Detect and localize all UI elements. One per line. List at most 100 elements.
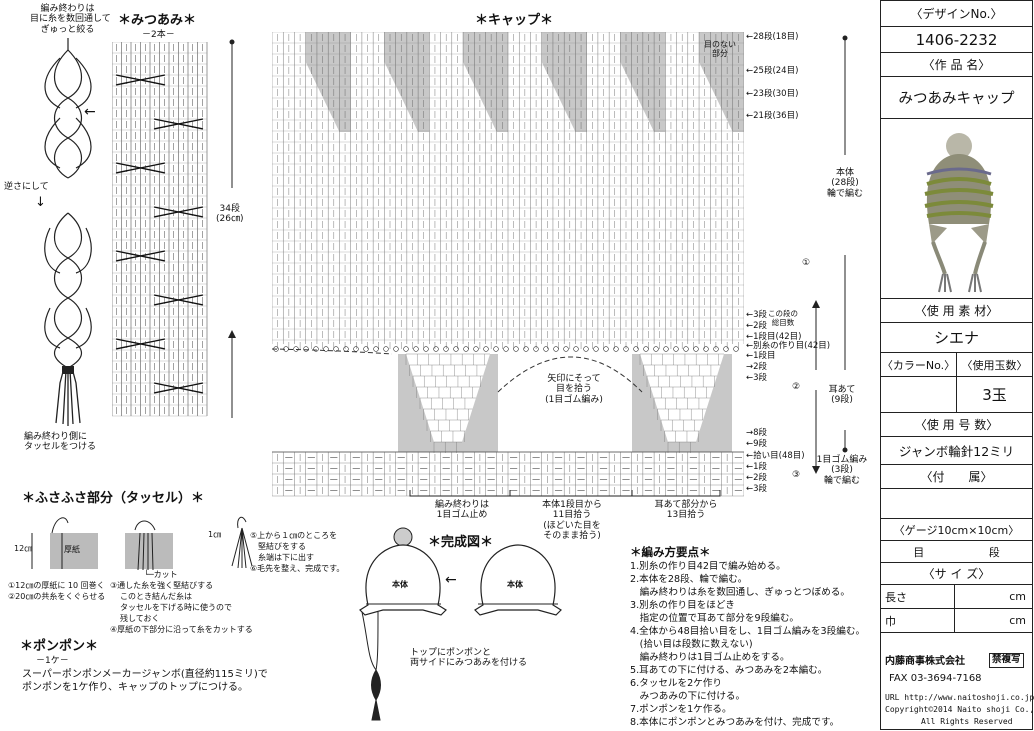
tassel-size-1: 1㎝ <box>208 530 222 539</box>
finished-note: トップにポンポンと両サイドにみつあみを付ける <box>410 648 528 669</box>
points-title: ＊編み方要点＊ <box>630 545 711 559</box>
finished-body-label: 本体 <box>392 580 408 589</box>
row-label: ←1段目(42目) <box>746 332 802 342</box>
gauge-row: 目 段 <box>881 541 1032 563</box>
product-name: みつあみキャップ <box>881 77 1032 119</box>
braid-top-note: 編み終わりは目に糸を数回通してぎゅっと絞る <box>30 4 111 35</box>
balls-header: 〈使用玉数〉 <box>961 358 1028 372</box>
finished-body-label-2: 本体 <box>507 580 523 589</box>
row-label: ←拾い目(48目) <box>746 451 805 461</box>
point-item: 7.ポンポンを1ケ作る。 <box>630 704 732 715</box>
braid-row-arrows <box>228 39 236 418</box>
size-width-row: 巾 cm <box>881 609 1032 633</box>
tassel-title: ＊ふさふさ部分（タッセル）＊ <box>22 491 205 506</box>
points-list: 1.別糸の作り目42目で編み始める。 2.本体を28段、輪で編む。 編み終わりは糸… <box>630 560 865 729</box>
pompom-title: ＊ポンポン＊ <box>20 639 99 654</box>
color-balls-values: 3玉 <box>881 377 1032 413</box>
material: シエナ <box>881 323 1032 353</box>
point-item: 5.耳あての下に付ける、みつあみを2本編む。 <box>630 665 828 676</box>
body-section-label: 本体(28段)輪で編む <box>826 168 863 199</box>
design-no-header: 〈デザインNo.〉 <box>881 1 1032 27</box>
point-item: みつあみの下に付ける。 <box>630 691 746 702</box>
rights: All Rights Reserved <box>921 717 1013 726</box>
rib-section-label: 1目ゴム編み(3段)輪で編む <box>816 455 868 486</box>
point-item: (拾い目は段数に数えない) <box>630 639 753 650</box>
braid-title: ＊みつあみ＊ <box>118 13 197 28</box>
color-value <box>881 377 957 412</box>
attach <box>881 489 1032 519</box>
pompom-subtitle: －1ケ－ <box>36 656 69 666</box>
pickup-arrow-note: 矢印にそって目を拾う(1目ゴム編み) <box>545 374 603 405</box>
info-panel: 〈デザインNo.〉 1406-2232 〈作 品 名〉 みつあみキャップ 〈使 … <box>880 0 1034 730</box>
size-width-key: 巾 <box>881 609 955 632</box>
arrow-down-icon: ↓ <box>35 195 46 210</box>
tassel-cut-label: └─カット <box>144 570 178 579</box>
product-photo <box>881 119 1032 299</box>
braid-subtitle: －2本－ <box>142 30 175 40</box>
row-label: ←3段 <box>746 373 768 383</box>
row-label: ←別糸の作り目(42目) <box>746 341 831 351</box>
row-label: ←28段(18目) <box>746 32 799 42</box>
balls-value: 3玉 <box>982 386 1007 404</box>
design-no: 1406-2232 <box>881 27 1032 53</box>
row-label: →2段 <box>746 362 768 372</box>
circle-2: ② <box>792 382 801 392</box>
row-label: ←25段(24目) <box>746 66 799 76</box>
circle-3: ③ <box>792 470 801 480</box>
braid-chart-grid <box>112 42 208 417</box>
point-item: 編み終わりは糸を数回通し、ぎゅっとつぼめる。 <box>630 587 850 598</box>
row-label: →8段 <box>746 428 768 438</box>
color-balls-header: 〈カラーNo.〉 〈使用玉数〉 <box>881 353 1032 377</box>
url: URL http://www.naitoshoji.co.jp <box>885 693 1034 702</box>
row-label: ←21段(36目) <box>746 111 799 121</box>
gauge-stitch: 目 <box>913 545 925 559</box>
row-label: ←1段 <box>746 462 768 472</box>
copyright: Copyright©2014 Naito shoji Co.,Ltd. <box>885 705 1034 714</box>
needle: ジャンボ輪針12ミリ <box>881 437 1032 465</box>
name-header: 〈作 品 名〉 <box>881 53 1032 77</box>
size-width-unit: cm <box>1009 614 1026 627</box>
point-item: 指定の位置で耳あて部分を9段編む。 <box>630 613 800 624</box>
braid-tassel-note: 編み終わり側にタッセルをつける <box>24 432 97 453</box>
arrow-left-icon: ← <box>84 104 96 120</box>
hat-photo-image <box>924 132 993 292</box>
row-label: ←2段 <box>746 473 768 483</box>
size-length-key: 長さ <box>881 585 955 608</box>
braid-flip-note: 逆さにして <box>4 182 49 192</box>
point-item: 8.本体にポンポンとみつあみを付け、完成です。 <box>630 717 840 728</box>
pompom-instructions: スーパーポンポンメーカージャンボ(直径約115ミリ)でポンポンを1ケ作り、キャッ… <box>22 669 268 693</box>
point-item: 2.本体を28段、輪で編む。 <box>630 574 748 585</box>
braid-illustration <box>44 38 92 426</box>
material-header: 〈使 用 素 材〉 <box>881 299 1032 323</box>
color-header: 〈カラーNo.〉 <box>881 353 957 376</box>
row-label: ←23段(30目) <box>746 89 799 99</box>
attach-header: 〈付 属〉 <box>881 465 1032 489</box>
ear-section-label: 耳あて(9段) <box>828 385 856 406</box>
tassel-steps-middle: ③通した糸を強く堅結びする このとき結んだ糸は タッセルを下げる時に使うので 残… <box>110 581 253 634</box>
finished-title: ＊完成図＊ <box>428 535 494 550</box>
section-brackets <box>812 35 848 474</box>
size-header: 〈サ イ ズ〉 <box>881 563 1032 585</box>
tassel-steps-right: ⑤上から１㎝のところを 堅結びをする 糸端は下に出す ⑥毛先を整え、完成です。 <box>250 531 345 573</box>
bottom-brackets <box>409 490 721 497</box>
row-label: ←2段 <box>746 321 768 331</box>
gauge-row-count: 段 <box>988 545 1000 559</box>
total-stitches-note: この段の総目数 <box>768 309 798 327</box>
finished-illustration <box>359 527 562 721</box>
row-label: ←1段目 <box>746 351 776 361</box>
point-item: 1.別糸の作り目42目で編み始める。 <box>630 561 786 572</box>
fax: FAX 03-3694-7168 <box>889 673 982 684</box>
cap-title: ＊キャップ＊ <box>475 13 554 28</box>
row-label: ←3段 <box>746 484 768 494</box>
cap-no-stitch-note: 目のない部分 <box>704 40 736 59</box>
size-length-unit: cm <box>1009 590 1026 603</box>
point-item: 4.全体から48目拾い目をし、1目ゴム編みを3段編む。 <box>630 626 866 637</box>
row-label: ←3段 <box>746 310 768 320</box>
gauge-header: 〈ゲージ10cm×10cm〉 <box>881 519 1032 541</box>
cap-chart-grid <box>272 32 744 497</box>
row-label: ←9段 <box>746 439 768 449</box>
